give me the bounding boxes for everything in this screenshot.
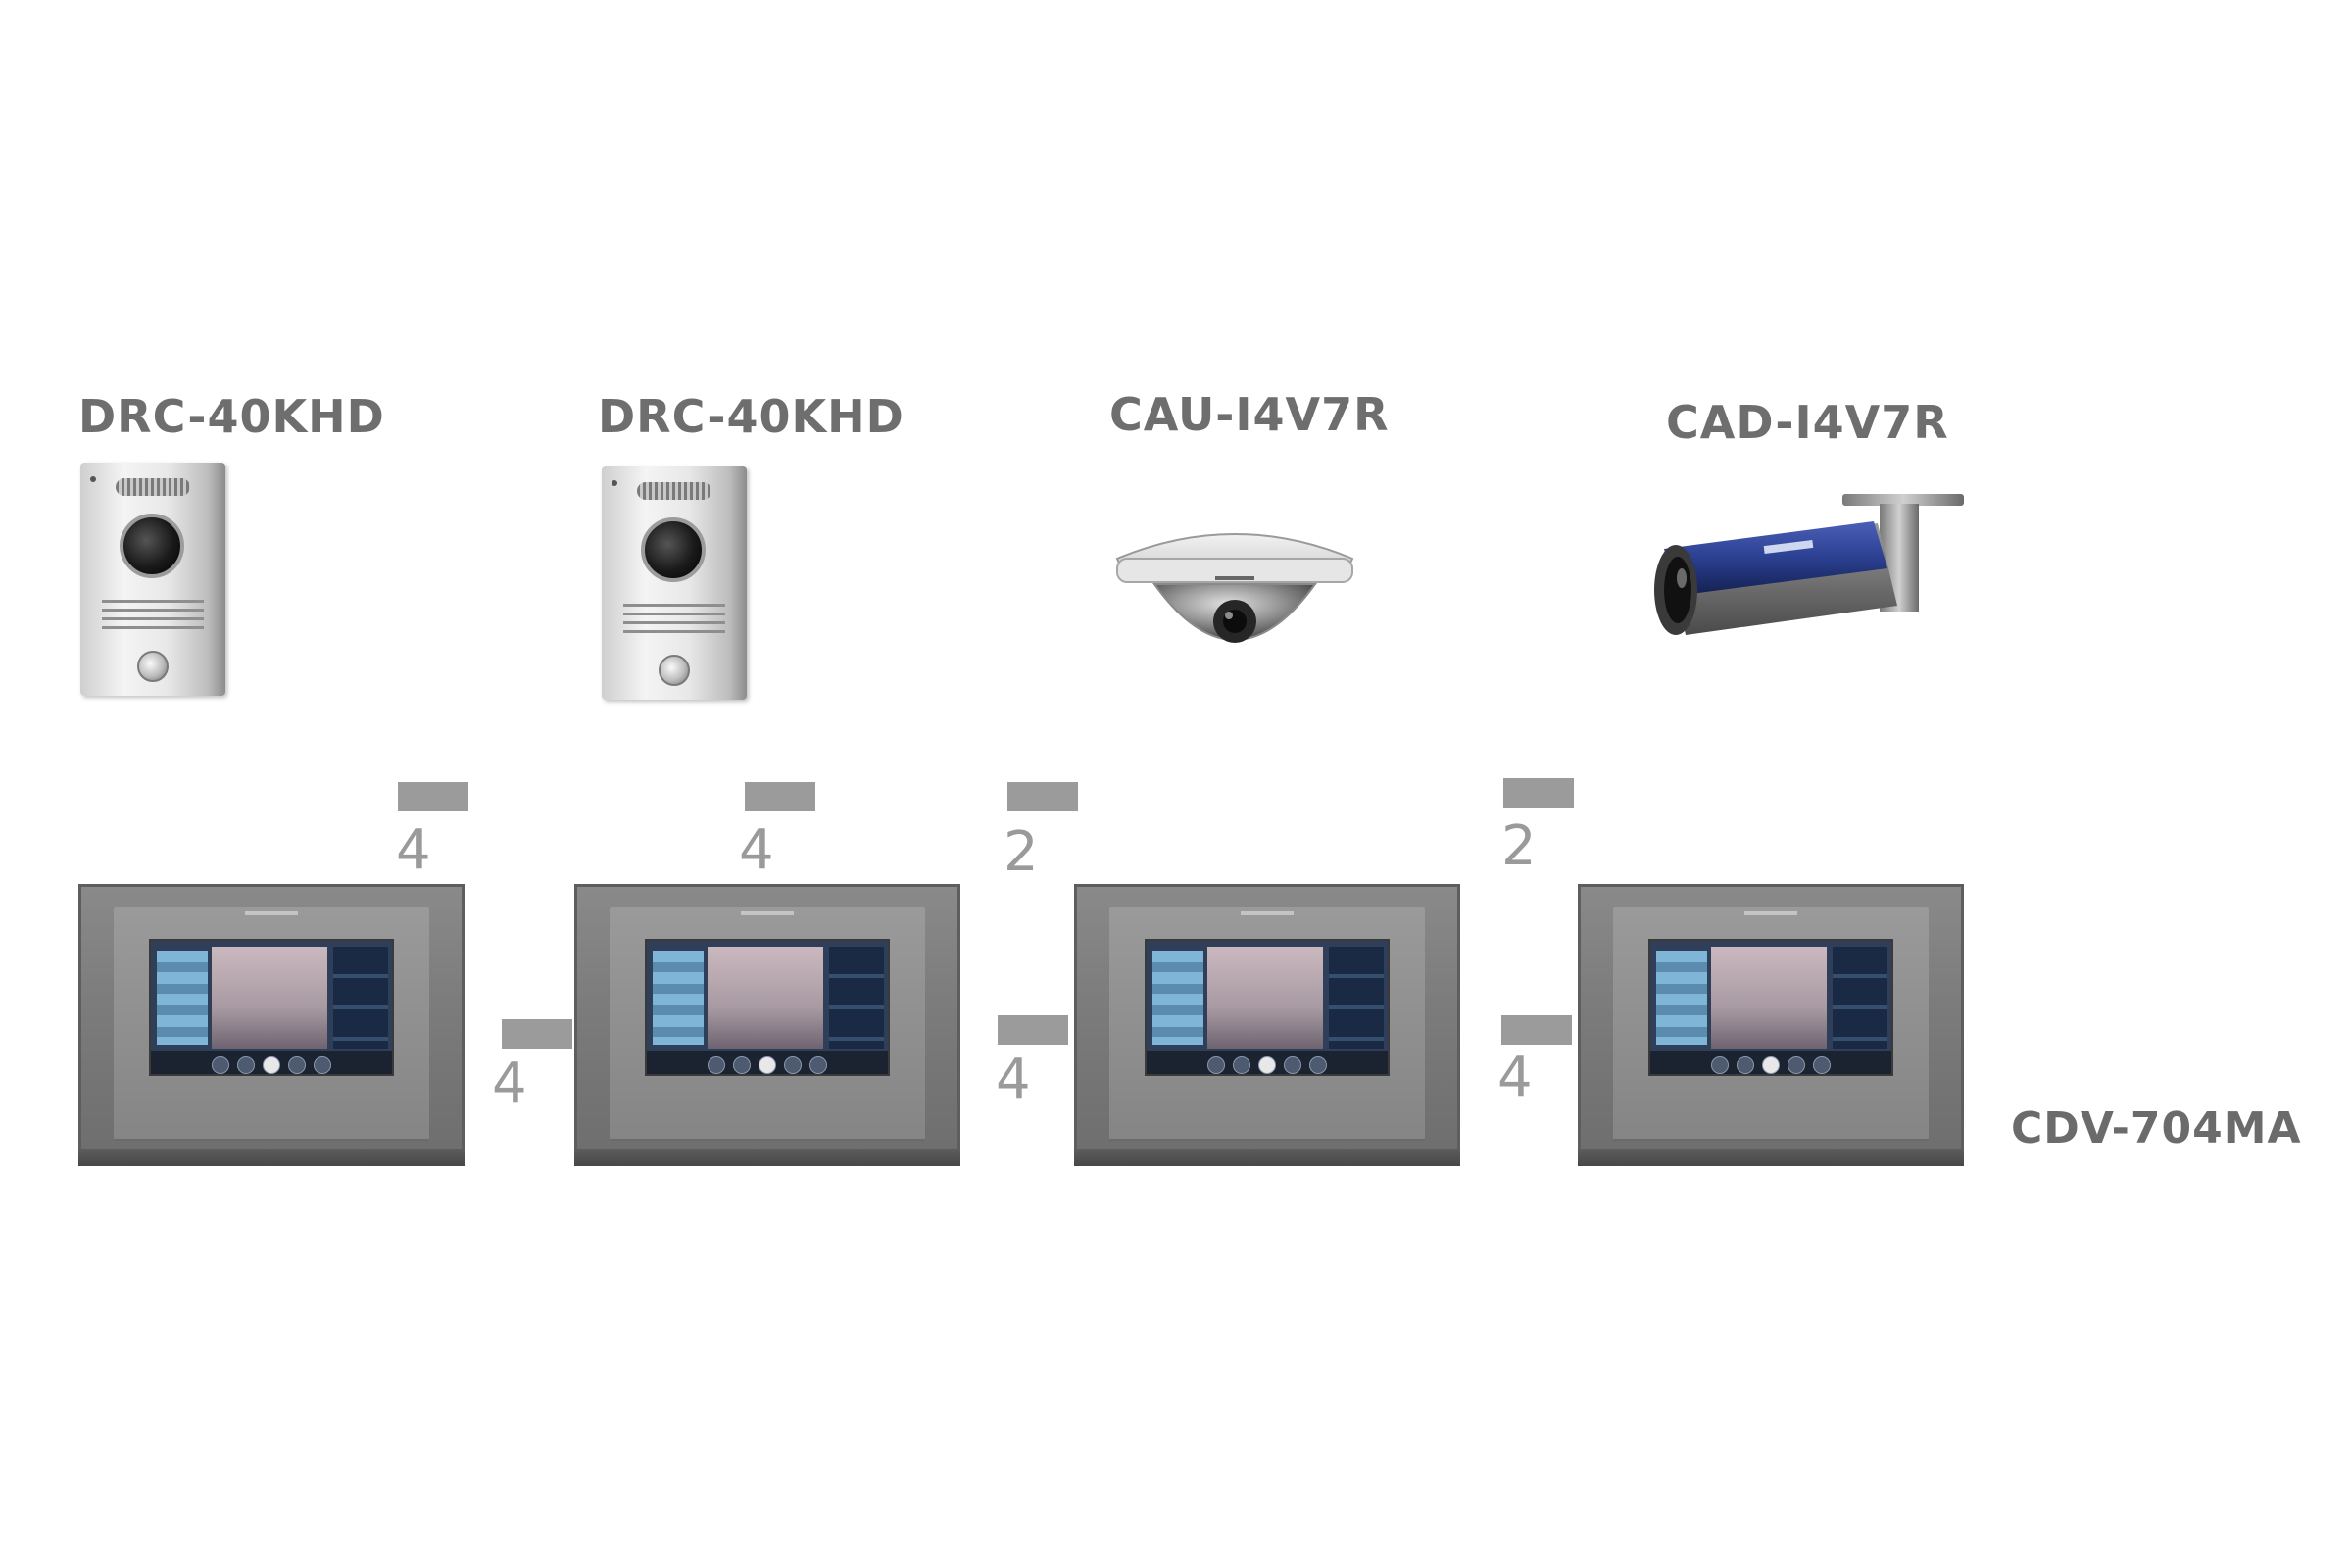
wire-bar — [1007, 782, 1078, 811]
microphone-grill-icon — [623, 604, 725, 637]
dome-camera-label: CAU-I4V7R — [1109, 388, 1390, 441]
monitor-brand-mark — [1241, 911, 1294, 915]
monitor-4 — [1578, 884, 1964, 1166]
wire-count-monitor-3-4: 4 — [1497, 1046, 1533, 1109]
monitor-model-label: CDV-704MA — [2011, 1103, 2302, 1153]
call-button-icon — [659, 655, 690, 686]
bullet-camera-icon — [1654, 494, 1964, 635]
wire-count-monitor-1-2: 4 — [492, 1052, 527, 1115]
led-icon — [612, 480, 617, 486]
wire-count-door-station-2: 4 — [739, 818, 774, 882]
monitor-screen — [149, 939, 394, 1076]
door-station-1 — [80, 463, 225, 696]
monitor-brand-mark — [741, 911, 794, 915]
led-icon — [90, 476, 96, 482]
monitor-screen — [645, 939, 890, 1076]
wire-bar — [502, 1019, 572, 1049]
door-station-2-label: DRC-40KHD — [598, 390, 905, 443]
monitor-screen — [1648, 939, 1893, 1076]
camera-lens-icon — [120, 514, 184, 578]
door-station-1-label: DRC-40KHD — [78, 390, 385, 443]
wire-bar — [998, 1015, 1068, 1045]
speaker-grill-icon — [116, 478, 190, 496]
dome-camera-icon — [1115, 533, 1354, 643]
microphone-grill-icon — [102, 600, 204, 633]
wire-bar — [1501, 1015, 1572, 1045]
monitor-1 — [78, 884, 465, 1166]
speaker-grill-icon — [637, 482, 711, 500]
wire-count-monitor-2-3: 4 — [996, 1048, 1031, 1111]
wire-count-door-station-1: 4 — [396, 818, 431, 882]
monitor-brand-mark — [245, 911, 298, 915]
monitor-screen — [1145, 939, 1390, 1076]
bullet-camera-label: CAD-I4V7R — [1666, 396, 1949, 449]
wire-bar — [1503, 778, 1574, 808]
wire-count-bullet-camera: 2 — [1501, 814, 1537, 878]
monitor-brand-mark — [1744, 911, 1797, 915]
call-button-icon — [137, 651, 169, 682]
wire-count-dome-camera: 2 — [1004, 820, 1039, 884]
wire-bar — [745, 782, 815, 811]
monitor-2 — [574, 884, 960, 1166]
camera-lens-icon — [641, 517, 706, 582]
door-station-2 — [602, 466, 747, 700]
monitor-3 — [1074, 884, 1460, 1166]
wire-bar — [398, 782, 468, 811]
